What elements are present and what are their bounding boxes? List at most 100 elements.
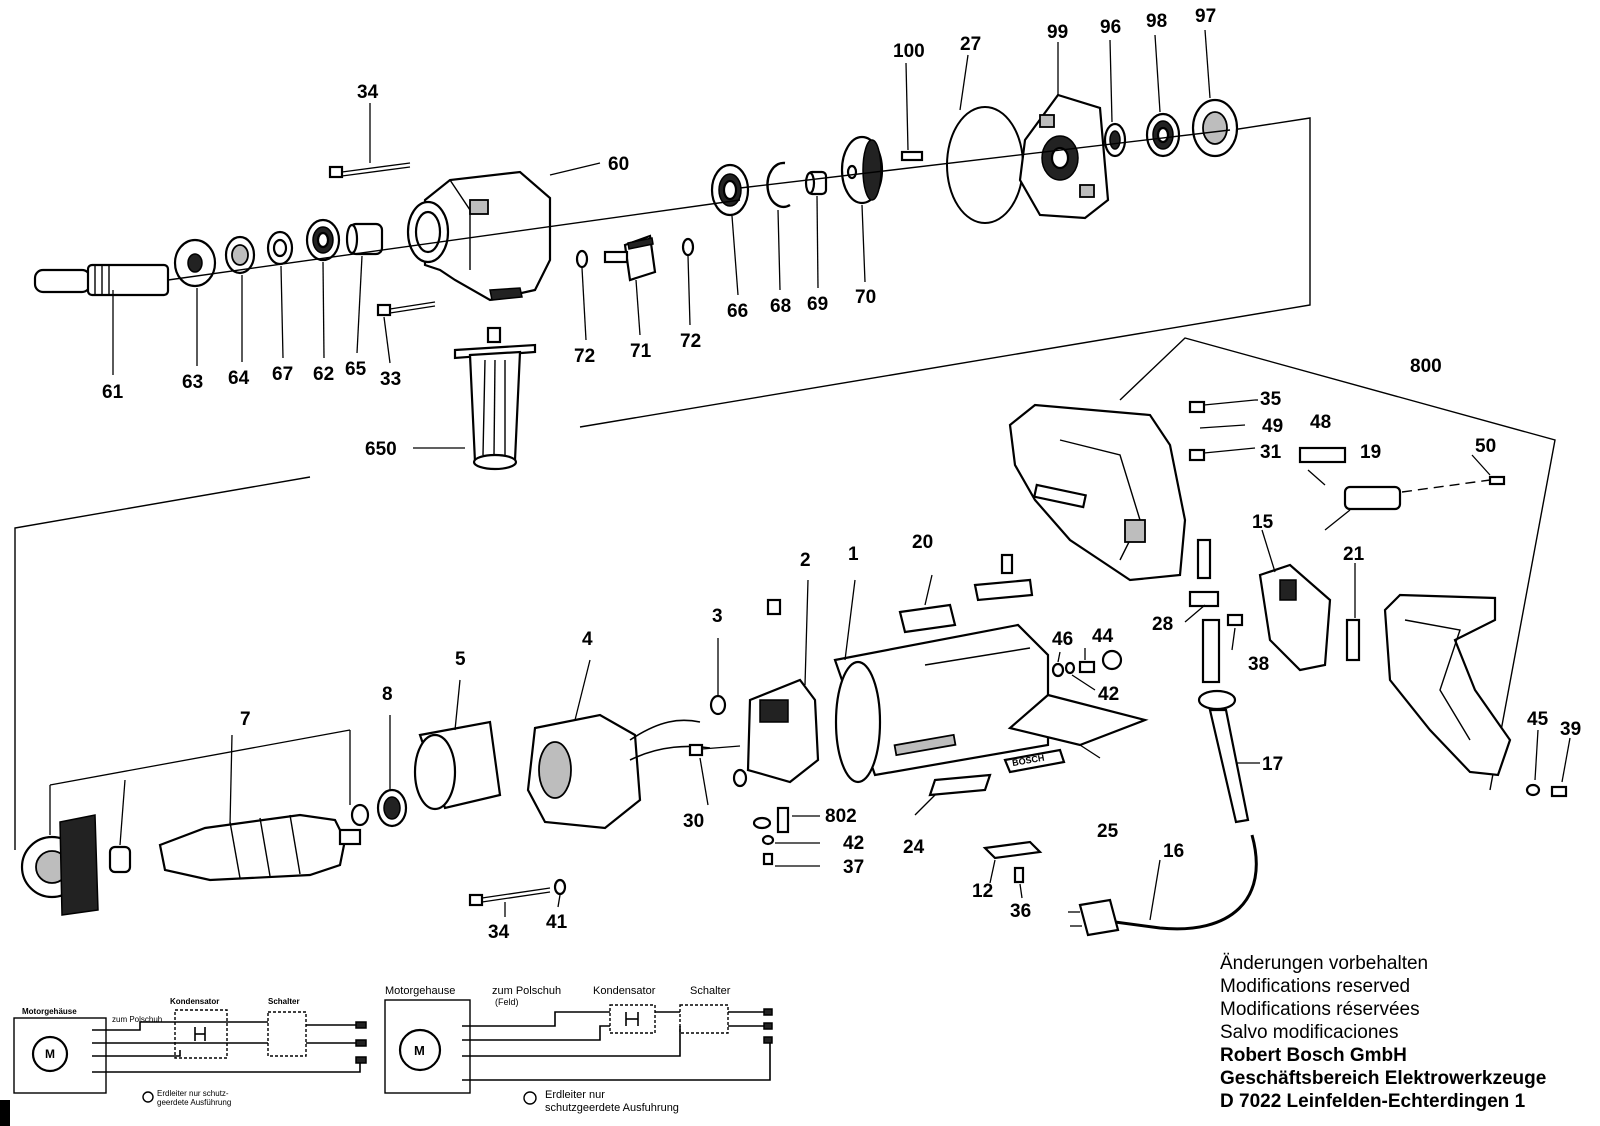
callout-15: 15: [1252, 512, 1274, 533]
part-99-bearing-flange: [1018, 93, 1110, 220]
schematic-left-pole-shoe: zum Polschuh: [112, 1015, 162, 1024]
part-34-41-screw-bottom: [468, 878, 567, 907]
part-19-capacitor: [1324, 479, 1491, 531]
callout-65: 65: [345, 359, 367, 380]
schematic-left-capacitor: Kondensator: [170, 997, 219, 1006]
wiring-schematic-right: M Motorgehause zum Polschuh (Feld) Konde…: [384, 985, 773, 1114]
callout-1: 1: [848, 544, 859, 565]
schematic-left-switch: Schalter: [268, 997, 300, 1006]
callout-99: 99: [1047, 22, 1068, 43]
callout-36: 36: [1010, 901, 1031, 922]
callout-5: 5: [455, 649, 466, 670]
part-8-bearing: [350, 788, 408, 828]
callout-66: 66: [727, 301, 748, 322]
callout-12: 12: [972, 881, 993, 902]
part-50-clip: [1488, 475, 1506, 486]
callout-2: 2: [800, 550, 811, 571]
callout-33: 33: [380, 369, 401, 390]
part-cable-clip-top: [973, 553, 1034, 602]
part-1-motor-housing: [833, 623, 1050, 784]
schematic-right-switch: Schalter: [690, 985, 731, 997]
part-12-36-clamp: [982, 840, 1043, 884]
callout-34: 34: [357, 82, 379, 103]
upper-axis-lines: [167, 129, 1231, 281]
assembly-outline-lines: [14, 117, 1556, 850]
callout-63: 63: [182, 372, 203, 393]
part-70-gear: [840, 135, 884, 205]
part-68-circlip: [766, 161, 791, 209]
schematic-right-earth-note-1: Erdleiter nur: [545, 1089, 605, 1101]
callout-4: 4: [582, 629, 593, 650]
callout-20: 20: [912, 532, 933, 553]
company-division: Geschäftsbereich Elektrowerkzeuge: [1220, 1068, 1547, 1089]
part-45-39-screws: [1525, 783, 1568, 798]
part-17-cable-sleeve: [1197, 689, 1250, 824]
part-61-spindle: [33, 263, 170, 297]
part-65-bushing: [345, 222, 384, 256]
callout-69: 69: [807, 294, 828, 315]
callout-24: 24: [903, 837, 925, 858]
part-66-bearing: [710, 163, 750, 217]
part-98-bearing: [1145, 112, 1181, 158]
part-46-44-42-screw-set: [1051, 649, 1123, 678]
part-28-cable-clamp: [1188, 538, 1221, 684]
part-800-handle-housing: [1008, 403, 1187, 582]
part-2-brush-holder: [746, 598, 820, 784]
part-63-ring: [173, 238, 217, 288]
schematic-right-motor-symbol: M: [414, 1043, 425, 1058]
notice-english: Modifications reserved: [1220, 976, 1411, 997]
part-96-ring: [1103, 122, 1127, 158]
callout-35: 35: [1260, 389, 1282, 410]
part-15-switch: [1258, 563, 1332, 672]
schematic-left-earth-note-1: Erdleiter nur schutz-: [157, 1089, 229, 1098]
callout-98: 98: [1146, 11, 1167, 32]
schematic-left-motor-housing: Motorgehäuse: [22, 1007, 77, 1016]
callout-802: 802: [825, 806, 857, 827]
callout-71: 71: [630, 341, 652, 362]
callout-49: 49: [1262, 416, 1283, 437]
notice-french: Modifications réservées: [1220, 999, 1420, 1020]
part-4-field-coil: [526, 713, 711, 830]
modification-notice: Änderungen vorbehalten Modifications res…: [1220, 952, 1590, 1113]
callout-41: 41: [546, 912, 568, 933]
callout-45: 45: [1527, 709, 1549, 730]
callout-50: 50: [1475, 436, 1496, 457]
part-802-37-42-small-parts: [752, 806, 790, 866]
callout-42: 42: [1098, 684, 1119, 705]
part-3-brushes: [709, 694, 748, 788]
callout-72: 72: [680, 331, 701, 352]
callout-68: 68: [770, 296, 791, 317]
callout-8: 8: [382, 684, 393, 705]
part-7-armature: [20, 813, 362, 916]
part-62-bearing: [305, 218, 341, 262]
part-5-air-guide: [413, 720, 502, 811]
callout-42: 42: [843, 833, 864, 854]
part-100-screw: [900, 150, 924, 162]
callout-96: 96: [1100, 17, 1121, 38]
schematic-right-motor-housing: Motorgehause: [385, 985, 455, 997]
callout-39: 39: [1560, 719, 1581, 740]
notice-german: Änderungen vorbehalten: [1220, 953, 1429, 974]
callout-16: 16: [1163, 841, 1184, 862]
company-address: D 7022 Leinfelden-Echterdingen 1: [1220, 1091, 1526, 1112]
callout-3: 3: [712, 606, 723, 627]
part-72-washers: [575, 237, 695, 269]
callout-31: 31: [1260, 442, 1282, 463]
callout-100: 100: [893, 41, 925, 62]
schematic-right-field: (Feld): [495, 997, 519, 1007]
callout-34: 34: [488, 922, 510, 943]
schematic-right-earth-note-2: schutzgeerdete Ausfuhrung: [545, 1102, 679, 1114]
notice-spanish: Salvo modificaciones: [1220, 1022, 1399, 1043]
part-24-label: [928, 773, 992, 797]
part-97-cover: [1191, 98, 1239, 158]
callout-60: 60: [608, 154, 629, 175]
page-corner-mark: [0, 1100, 10, 1126]
part-21-pin: [1345, 618, 1361, 662]
part-48-block: [1298, 446, 1347, 464]
callout-97: 97: [1195, 6, 1216, 27]
callout-46: 46: [1052, 629, 1073, 650]
callout-21: 21: [1343, 544, 1365, 565]
callout-48: 48: [1310, 412, 1331, 433]
part-71-pinion: [603, 234, 657, 282]
